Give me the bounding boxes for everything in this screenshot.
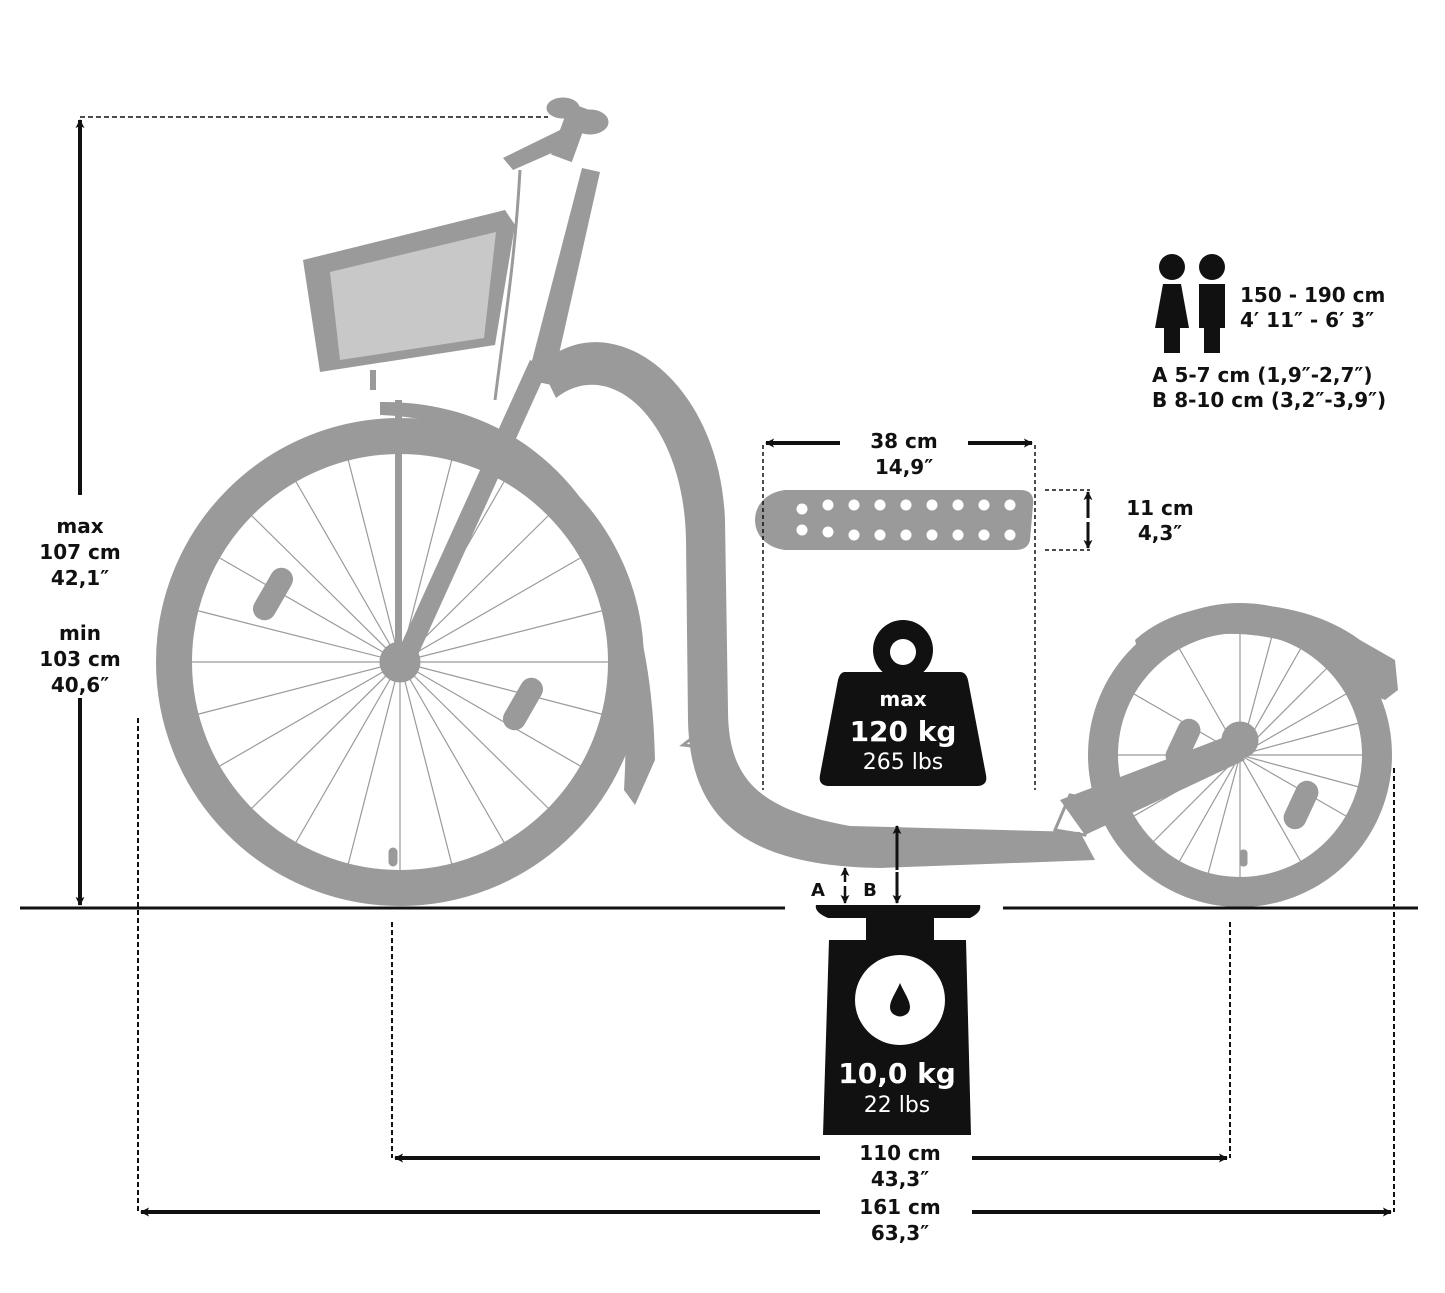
- total-length-cm: 161 cm: [859, 1195, 941, 1219]
- deck-width-cm: 11 cm: [1126, 496, 1194, 520]
- scooter-silhouette: [156, 97, 1398, 907]
- deck-length-in: 14,9″: [874, 455, 934, 479]
- height-max-label: max: [56, 514, 104, 538]
- clearance-a-spec: A 5-7 cm (1,9″-2,7″): [1152, 363, 1373, 387]
- rider-icons: [1155, 254, 1225, 353]
- basket: [303, 210, 515, 390]
- height-min-cm: 103 cm: [39, 647, 121, 671]
- max-load-caption: max: [879, 687, 927, 711]
- clearance-b-label: B: [863, 880, 877, 901]
- height-max-cm: 107 cm: [39, 540, 121, 564]
- deck-icon: [755, 490, 1034, 550]
- rider-height-ft: 4′ 11″ - 6′ 3″: [1240, 308, 1375, 332]
- scale-icon: [815, 905, 981, 1135]
- weight-icon: [819, 620, 987, 786]
- rider-height-cm: 150 - 190 cm: [1240, 283, 1386, 307]
- clearance-a-label: A: [811, 880, 825, 901]
- clearance-b-spec: B 8-10 cm (3,2″-3,9″): [1152, 388, 1387, 412]
- max-load-kg: 120 kg: [849, 715, 957, 748]
- scooter-weight-kg: 10,0 kg: [838, 1057, 956, 1090]
- deck-width-in: 4,3″: [1137, 521, 1183, 545]
- height-min-label: min: [59, 621, 101, 645]
- dimension-lines: [75, 116, 1395, 1217]
- deck-length-cm: 38 cm: [870, 429, 938, 453]
- height-min-in: 40,6″: [50, 673, 110, 697]
- wheelbase-in: 43,3″: [870, 1167, 930, 1191]
- wheelbase-cm: 110 cm: [859, 1141, 941, 1165]
- scooter-weight-lbs: 22 lbs: [863, 1093, 931, 1118]
- max-load-lbs: 265 lbs: [862, 750, 944, 775]
- height-max-in: 42,1″: [50, 566, 110, 590]
- total-length-in: 63,3″: [870, 1221, 930, 1245]
